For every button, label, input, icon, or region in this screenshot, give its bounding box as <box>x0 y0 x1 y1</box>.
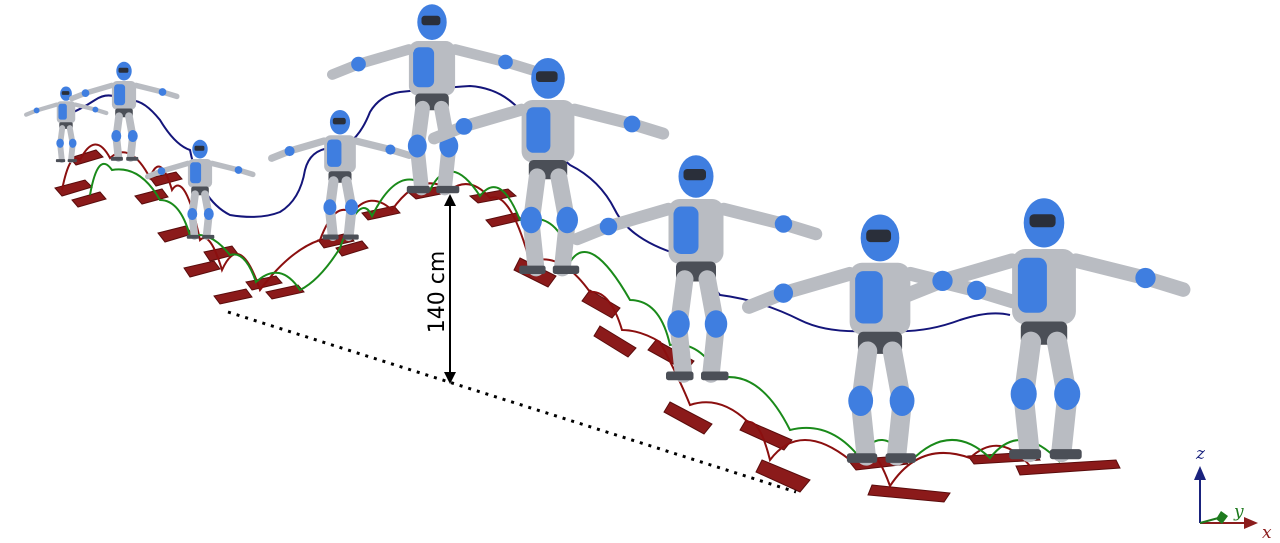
stepping-stone <box>739 419 793 451</box>
robot-pose <box>148 140 253 239</box>
arrowhead-down-icon <box>444 372 456 384</box>
coordinate-frame: z x y <box>1194 444 1272 543</box>
stepping-stone <box>867 484 951 503</box>
stepping-stone <box>593 325 637 358</box>
robot-pose <box>272 110 410 240</box>
stepping-stone <box>663 401 713 435</box>
height-dimension: 140 cm <box>425 194 456 384</box>
left-foot-trajectory <box>89 163 1061 464</box>
stepping-stone <box>149 171 183 187</box>
stepping-stone <box>335 240 369 257</box>
stepping-stone <box>265 284 305 300</box>
stepping-stone <box>213 288 253 305</box>
z-arrowhead-icon <box>1194 466 1206 480</box>
x-arrowhead-icon <box>1244 517 1258 529</box>
robot-pose <box>906 198 1183 459</box>
x-axis-label: x <box>1262 523 1272 543</box>
robot-pose <box>434 58 663 274</box>
stepping-stone <box>69 149 104 166</box>
z-axis-label: z <box>1195 444 1206 464</box>
height-label: 140 cm <box>425 251 450 334</box>
robot-poses <box>26 4 1183 463</box>
stepping-stone <box>755 459 811 493</box>
stepping-stone <box>54 179 93 197</box>
arrowhead-up-icon <box>444 194 456 206</box>
reference-dotted-line <box>227 310 797 494</box>
y-arrowhead-icon <box>1216 511 1228 524</box>
stepping-stone <box>183 260 221 278</box>
robot-pose <box>332 4 533 193</box>
stepping-stone <box>245 275 283 291</box>
y-axis-label: y <box>1233 502 1244 522</box>
robot-pose <box>72 62 177 161</box>
stepping-stone <box>71 191 107 208</box>
right-foot-trajectory <box>61 143 1031 489</box>
stepping-stone <box>1015 459 1121 476</box>
stepping-stone <box>134 188 169 205</box>
